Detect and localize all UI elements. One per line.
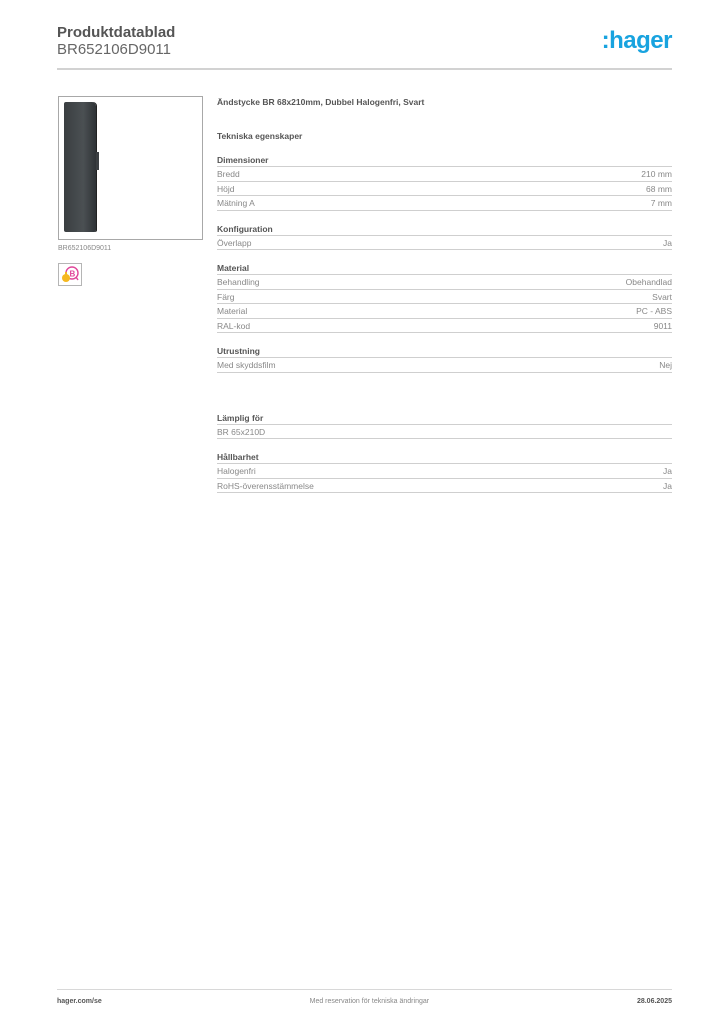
spec-value: Ja: [663, 480, 672, 491]
spec-value: Svart: [652, 291, 672, 302]
spec-label: Halogenfri: [217, 466, 256, 476]
end-piece-graphic: [64, 102, 96, 232]
section-equipment: Utrustning Med skyddsfilm Nej: [217, 345, 672, 373]
spec-label: Med skyddsfilm: [217, 360, 276, 370]
spec-value: Obehandlad: [625, 277, 672, 287]
image-caption: BR652106D9011: [58, 245, 112, 252]
spec-row: RoHS-överensstämmelse Ja: [217, 479, 672, 493]
spec-row: Behandling Obehandlad: [217, 275, 672, 290]
document-footer: hager.com/se Med reservation för teknisk…: [57, 998, 672, 1005]
spec-value: 9011: [653, 320, 672, 331]
spec-value: 7 mm: [650, 198, 672, 208]
disclaimer: Med reservation för tekniska ändringar: [309, 998, 430, 1005]
product-image: [58, 96, 203, 240]
spec-row: Bredd 210 mm: [217, 167, 672, 182]
spec-value: PC - ABS: [636, 306, 672, 316]
spec-label: Mätning A: [217, 198, 255, 208]
section-title: Konfiguration: [217, 223, 672, 236]
end-piece-tab: [96, 152, 99, 170]
svg-text:B: B: [70, 270, 76, 279]
spec-label: Bredd: [217, 169, 240, 179]
halogen-free-badge-icon: B: [58, 263, 82, 286]
spec-label: RoHS-överensstämmelse: [217, 480, 314, 491]
product-details: Ändstycke BR 68x210mm, Dubbel Halogenfri…: [217, 96, 672, 493]
spec-value: Nej: [659, 360, 672, 370]
document-header: Produktdatablad BR652106D9011: [57, 24, 672, 58]
section-title: Material: [217, 262, 672, 275]
spec-row: Färg Svart: [217, 290, 672, 304]
spec-label: Material: [217, 306, 248, 316]
spec-label: Behandling: [217, 277, 260, 287]
spec-row: RAL-kod 9011: [217, 319, 672, 333]
section-title: Dimensioner: [217, 154, 672, 167]
spec-value: 210 mm: [641, 169, 672, 179]
header-divider: [57, 68, 672, 70]
spec-row: Överlapp Ja: [217, 236, 672, 250]
document-date: 28.06.2025: [636, 998, 672, 1005]
website-link[interactable]: hager.com/se: [57, 998, 102, 1005]
spec-label: Färg: [217, 291, 235, 302]
product-code: BR652106D9011: [57, 41, 171, 58]
spec-row: Material PC - ABS: [217, 304, 672, 319]
spec-row: Höjd 68 mm: [217, 182, 672, 196]
spec-label: BR 65x210D: [217, 426, 266, 437]
product-name: Ändstycke BR 68x210mm, Dubbel Halogenfri…: [217, 97, 425, 107]
section-title: Hållbarhet: [217, 451, 672, 464]
section-title: Utrustning: [217, 345, 672, 358]
footer-divider: [57, 989, 672, 990]
spec-row: Med skyddsfilm Nej: [217, 358, 672, 373]
section-title: Lämplig för: [217, 412, 672, 425]
spec-value: Ja: [663, 466, 672, 476]
spec-label: RAL-kod: [217, 320, 251, 331]
spec-row: Mätning A 7 mm: [217, 196, 672, 211]
section-configuration: Konfiguration Överlapp Ja: [217, 223, 672, 250]
page-title: Produktdatablad: [57, 24, 176, 41]
spec-value: Ja: [663, 237, 672, 248]
section-suitable-for: Lämplig för BR 65x210D: [217, 412, 672, 439]
technical-properties-heading: Tekniska egenskaper: [217, 131, 303, 141]
spec-label: Överlapp: [217, 237, 252, 248]
hager-logo: :hager: [601, 27, 673, 54]
spec-value: 68 mm: [646, 183, 672, 194]
spec-label: Höjd: [217, 183, 235, 194]
spec-row: BR 65x210D: [217, 425, 672, 439]
spec-row: Halogenfri Ja: [217, 464, 672, 479]
section-dimensions: Dimensioner Bredd 210 mm Höjd 68 mm Mätnin…: [217, 154, 672, 211]
